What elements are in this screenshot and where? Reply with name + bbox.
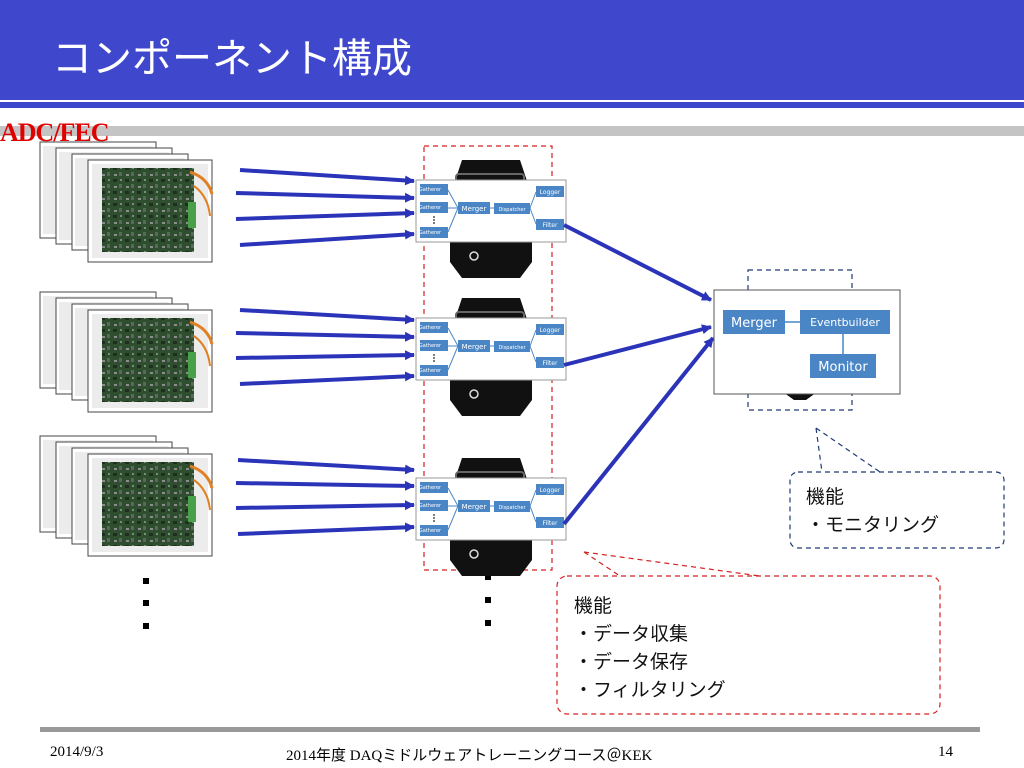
daq-callout-heading: 機能 (574, 595, 613, 617)
node2-merger-label: Merger (462, 343, 487, 351)
node1-merger-label: Merger (462, 205, 487, 213)
daq-callout-item-filter: ・フィルタリング (574, 679, 726, 701)
daq-node-3 (415, 457, 567, 577)
board-stack-3 (38, 434, 214, 558)
node3-gatherer-2-label: Gatherer (419, 503, 442, 509)
board-stack-1 (38, 140, 214, 264)
node1-gatherer-2-label: Gatherer (419, 205, 442, 211)
daq-callout-item-store: ・データ保存 (574, 651, 689, 673)
node2-gatherer-3-label: Gatherer (419, 368, 442, 374)
node2-gatherer-2-label: Gatherer (419, 343, 442, 349)
event-node-panel (713, 289, 901, 395)
node1-gatherer-1-label: Gatherer (419, 187, 442, 193)
slide-title: コンポーネント構成 (52, 36, 412, 82)
node3-gatherer-1-label: Gatherer (419, 485, 442, 491)
event-merger-box (723, 310, 785, 334)
monitor-callout-box (789, 471, 1005, 549)
more-nodes-ellipsis (485, 574, 491, 626)
eventbuilder-box (800, 310, 890, 334)
daq-node-2 (415, 297, 567, 417)
adc-fec-label: ADC/FEC (0, 118, 110, 147)
board-stack-2 (38, 290, 214, 414)
footer-date: 2014/9/3 (50, 744, 104, 760)
node2-gatherer-1-label: Gatherer (419, 325, 442, 331)
node2-logger-label: Logger (540, 327, 561, 334)
filter-to-merger-arrows (562, 223, 715, 526)
daq-callout-text: 機能 ・データ収集 ・データ保存 ・フィルタリング (574, 592, 726, 704)
board-to-gatherer-arrows (235, 168, 415, 536)
eventbuilder-label: Eventbuilder (810, 316, 880, 329)
footer-page-number: 14 (938, 744, 953, 760)
monitor-callout-text: 機能 ・モニタリング (806, 483, 939, 539)
monitor-callout-heading: 機能 (806, 486, 845, 508)
footer-divider (40, 727, 980, 732)
title-bar: コンポーネント構成 (0, 0, 1024, 100)
node1-filter-label: Filter (543, 222, 558, 229)
node3-logger-label: Logger (540, 487, 561, 494)
node3-dispatcher-label: Dispatcher (498, 505, 526, 511)
title-divider (0, 126, 1024, 136)
node2-filter-label: Filter (543, 360, 558, 367)
node1-dispatcher-label: Dispatcher (498, 207, 526, 213)
title-underline (0, 102, 1024, 108)
daq-callout-box (556, 575, 941, 715)
monitor-callout-item: ・モニタリング (806, 514, 940, 536)
more-boards-ellipsis (143, 578, 149, 629)
footer-course: 2014年度 DAQミドルウェアトレーニングコース＠KEK (286, 748, 653, 764)
node1-logger-label: Logger (540, 189, 561, 196)
node3-filter-label: Filter (543, 520, 558, 527)
daq-node-1 (415, 159, 567, 279)
node3-merger-label: Merger (462, 503, 487, 511)
node2-dispatcher-label: Dispatcher (498, 345, 526, 351)
monitor-label: Monitor (818, 360, 868, 375)
daq-callout-item-collect: ・データ収集 (574, 623, 689, 645)
event-merger-label: Merger (731, 316, 778, 331)
node3-gatherer-3-label: Gatherer (419, 528, 442, 534)
node1-gatherer-3-label: Gatherer (419, 230, 442, 236)
monitor-box (810, 354, 876, 378)
